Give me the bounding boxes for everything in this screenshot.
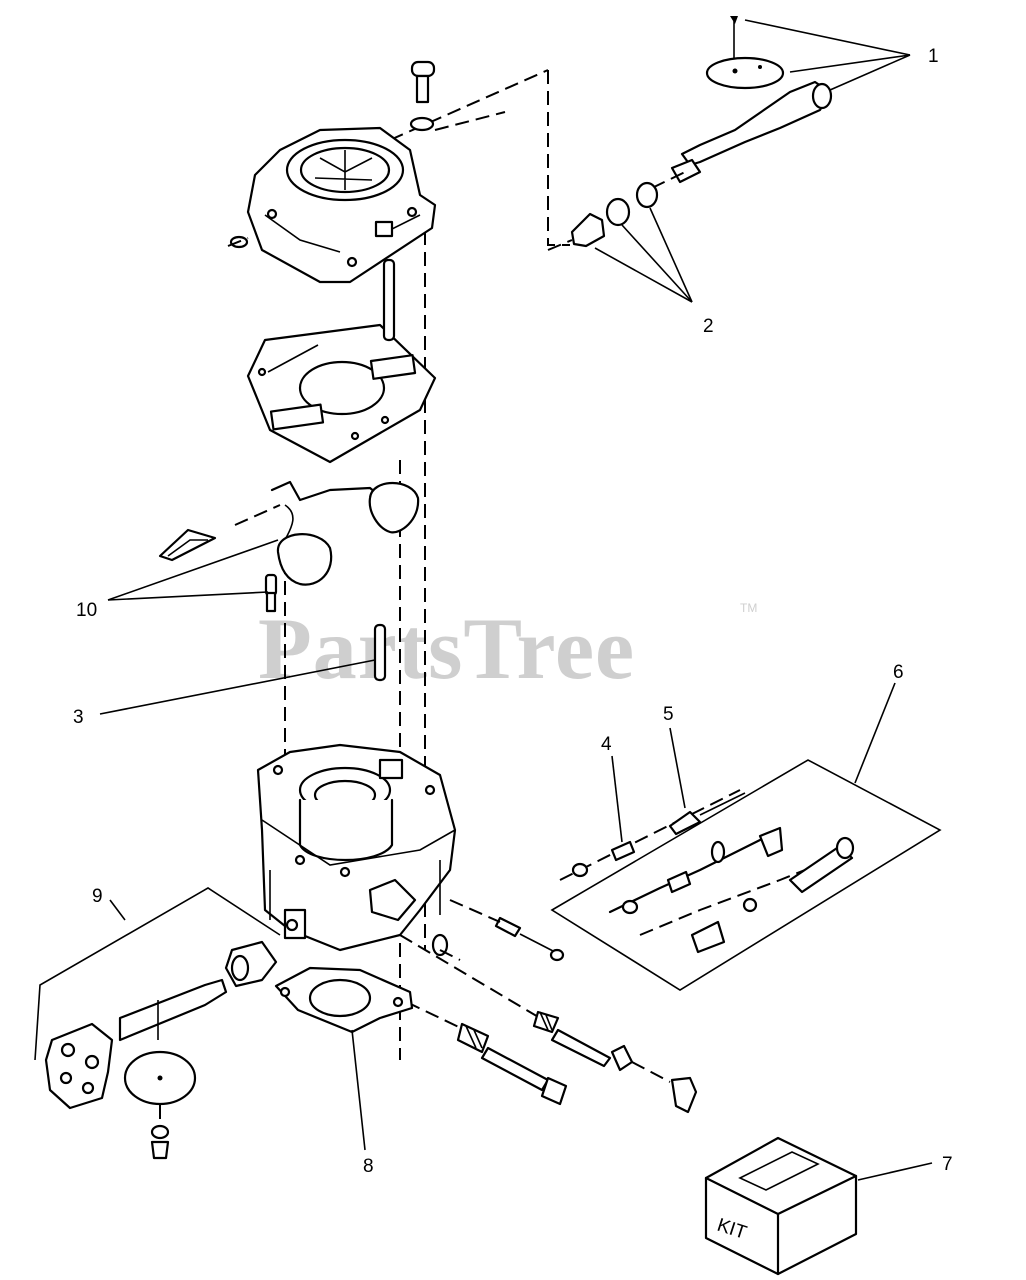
callout-4: 4: [601, 734, 612, 755]
callout-8: 8: [363, 1156, 374, 1177]
upper-gasket: [246, 323, 437, 464]
callout-5: 5: [663, 704, 674, 725]
top-screw: [409, 60, 506, 132]
carburetor-upper-body: [227, 126, 437, 284]
alignment-pins: [373, 258, 396, 682]
callout-1: 1: [928, 46, 939, 67]
callout-6: 6: [893, 662, 904, 683]
callout-3: 3: [73, 707, 84, 728]
lower-hardware: [349, 899, 698, 1114]
throttle-assembly: [44, 940, 278, 1160]
callout-10: 10: [76, 600, 97, 621]
callout-9: 9: [92, 886, 103, 907]
repair-kit-parts: [550, 759, 942, 991]
watermark: PartsTree TM: [258, 601, 757, 698]
callout-2: 2: [703, 316, 714, 337]
watermark-trademark: TM: [740, 601, 757, 615]
choke-assembly: [547, 16, 833, 251]
watermark-text: PartsTree: [258, 601, 635, 698]
kit-box: KIT: [704, 1136, 858, 1276]
float-assembly: [158, 480, 420, 613]
callout-7: 7: [942, 1154, 953, 1175]
mounting-gasket: [274, 966, 414, 1034]
carburetor-main-body: [256, 743, 457, 952]
callout-numbers: 1 2 3 4 5 6 7 8 9 10: [73, 46, 953, 1177]
leader-lines: [34, 19, 933, 1181]
